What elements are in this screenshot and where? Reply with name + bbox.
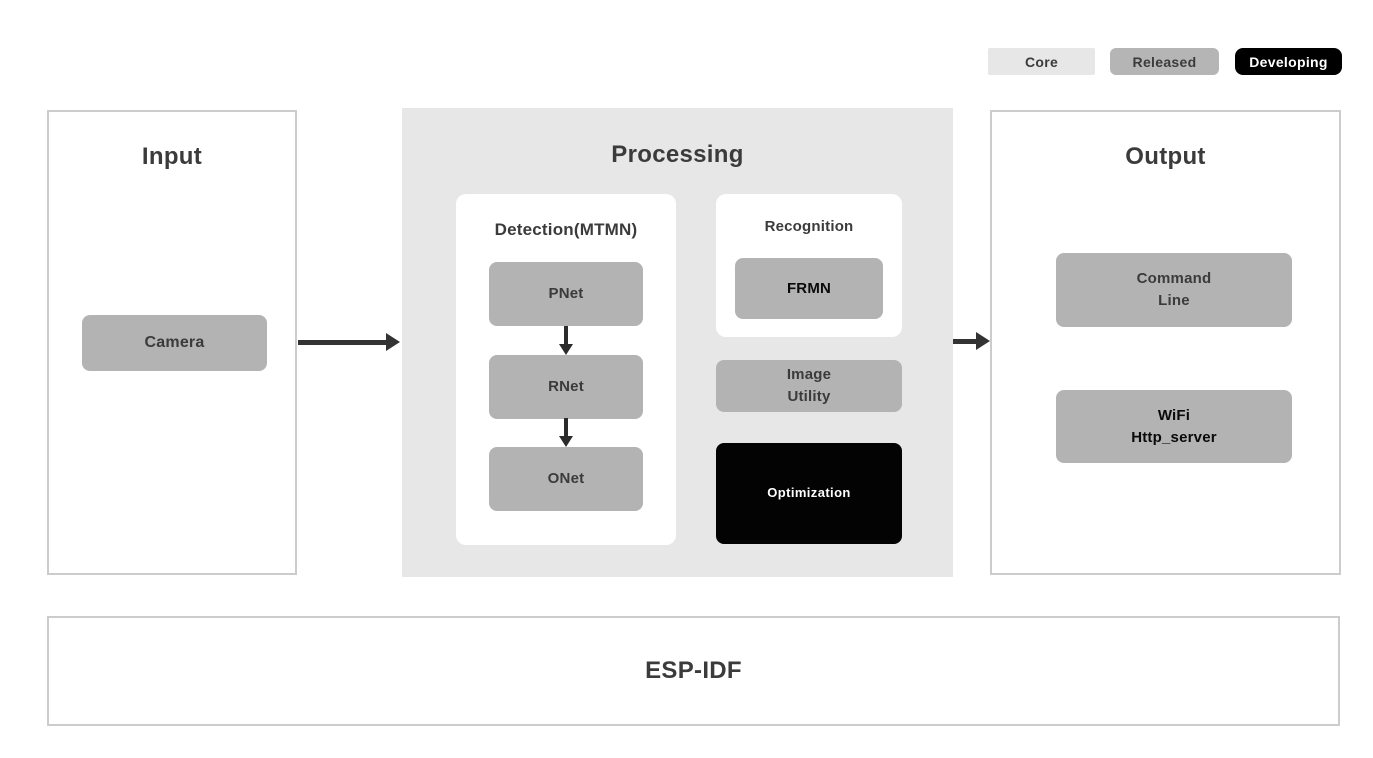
arrow-rnet-to-onet — [559, 418, 573, 447]
esp-idf-title: ESP-IDF — [645, 657, 742, 684]
arrow-input-to-processing — [298, 333, 400, 351]
arrow-shaft — [953, 338, 977, 344]
esp-idf-panel: ESP-IDF — [47, 616, 1340, 726]
processing-panel-title: Processing — [611, 141, 744, 168]
arrow-pnet-to-rnet — [559, 326, 573, 355]
arrow-head-icon — [386, 333, 400, 351]
detection-group-title: Detection(MTMN) — [494, 220, 638, 239]
wifi-http-server-node: WiFi Http_server — [1056, 390, 1292, 463]
camera-node: Camera — [82, 315, 267, 371]
legend-developing-label: Developing — [1249, 53, 1328, 70]
recognition-group-title: Recognition — [764, 218, 854, 235]
output-panel-title: Output — [1125, 143, 1206, 170]
arrow-head-icon — [559, 344, 573, 355]
output-panel: Output Command Line WiFi Http_server — [990, 110, 1341, 575]
rnet-node: RNet — [489, 355, 643, 419]
command-line-node: Command Line — [1056, 253, 1292, 327]
legend-core-label: Core — [1024, 53, 1059, 70]
optimization-node: Optimization — [716, 443, 902, 544]
status-legend: Core Released Developing — [988, 48, 1342, 75]
recognition-group: Recognition FRMN — [716, 194, 902, 337]
image-utility-node: Image Utility — [716, 360, 902, 412]
legend-chip-released: Released — [1110, 48, 1219, 75]
onet-node: ONet — [489, 447, 643, 511]
legend-chip-core: Core — [988, 48, 1095, 75]
pnet-node: PNet — [489, 262, 643, 326]
input-panel-title: Input — [141, 143, 203, 170]
frmn-node: FRMN — [735, 258, 883, 319]
legend-chip-developing: Developing — [1235, 48, 1342, 75]
arrow-shaft — [564, 326, 568, 345]
arrow-shaft — [298, 339, 386, 345]
arrow-head-icon — [559, 436, 573, 447]
arrow-shaft — [564, 418, 568, 437]
arrow-head-icon — [976, 332, 990, 350]
legend-released-label: Released — [1132, 53, 1197, 70]
processing-panel: Processing Detection(MTMN) PNet RNet ONe… — [402, 108, 953, 577]
input-panel: Input Camera — [47, 110, 297, 575]
detection-group: Detection(MTMN) PNet RNet ONet — [456, 194, 676, 545]
arrow-processing-to-output — [953, 332, 990, 350]
